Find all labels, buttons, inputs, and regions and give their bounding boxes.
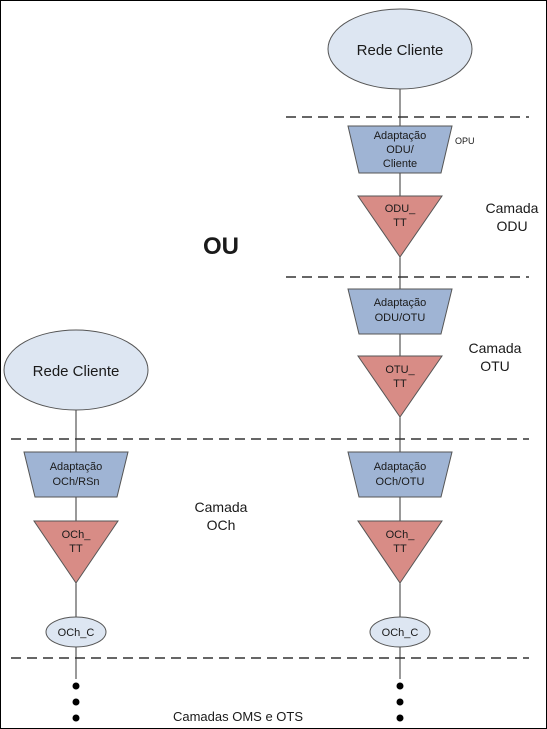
adapt-otu-line-2: ODU/OTU — [375, 312, 426, 324]
left-adaptation-och-rsn: Adaptação OCh/RSn — [24, 452, 128, 497]
adapt-odu-line-3: Cliente — [383, 158, 417, 170]
adapt-otu-line-1: Adaptação — [374, 297, 427, 309]
left-client-network: Rede Cliente — [4, 330, 148, 410]
right-och-c-label: OCh_C — [382, 627, 419, 639]
otu-trail-termination: OTU_ TT — [358, 356, 442, 417]
right-client-label: Rede Cliente — [357, 42, 444, 59]
left-client-label: Rede Cliente — [33, 363, 120, 380]
left-adapt-och-line-1: Adaptação — [50, 461, 103, 473]
odu-tt-line-1: ODU_ — [385, 203, 416, 215]
opu-label: OPU — [455, 136, 475, 146]
adapt-odu-line-2: ODU/ — [386, 144, 414, 156]
right-client-network: Rede Cliente — [328, 9, 472, 89]
left-och-tt-line-2: TT — [69, 543, 83, 555]
adaptation-odu-otu: Adaptação ODU/OTU — [348, 289, 452, 334]
or-separator: OU — [203, 233, 239, 260]
left-och-tt-line-1: OCh_ — [62, 529, 92, 541]
otu-tt-line-1: OTU_ — [385, 364, 415, 376]
left-adapt-och-line-2: OCh/RSn — [52, 476, 99, 488]
layer-och-line-2: OCh — [207, 517, 236, 533]
right-continuation-dots — [397, 683, 404, 722]
layer-odu-line-2: ODU — [496, 218, 527, 234]
right-och-trail-termination: OCh_ TT — [358, 521, 442, 583]
otu-tt-line-2: TT — [393, 378, 407, 390]
right-och-connection: OCh_C — [370, 617, 430, 647]
right-och-tt-line-1: OCh_ — [386, 529, 416, 541]
left-och-trail-termination: OCh_ TT — [34, 521, 118, 583]
odu-trail-termination: ODU_ TT — [358, 196, 442, 257]
right-adapt-och-line-2: OCh/OTU — [376, 476, 425, 488]
layer-odu-line-1: Camada — [486, 200, 539, 216]
left-och-c-label: OCh_C — [58, 627, 95, 639]
layer-otu-line-1: Camada — [469, 340, 522, 356]
left-continuation-dots — [73, 683, 80, 722]
adapt-odu-line-1: Adaptação — [374, 130, 427, 142]
left-och-connection: OCh_C — [46, 617, 106, 647]
bottom-layers-label: Camadas OMS e OTS — [173, 709, 303, 724]
right-adapt-och-line-1: Adaptação — [374, 461, 427, 473]
adaptation-odu-client: Adaptação ODU/ Cliente — [348, 126, 452, 173]
layer-och-line-1: Camada — [195, 499, 248, 515]
right-och-tt-line-2: TT — [393, 543, 407, 555]
right-adaptation-och-otu: Adaptação OCh/OTU — [348, 452, 452, 497]
layer-otu-line-2: OTU — [480, 358, 510, 374]
odu-tt-line-2: TT — [393, 217, 407, 229]
